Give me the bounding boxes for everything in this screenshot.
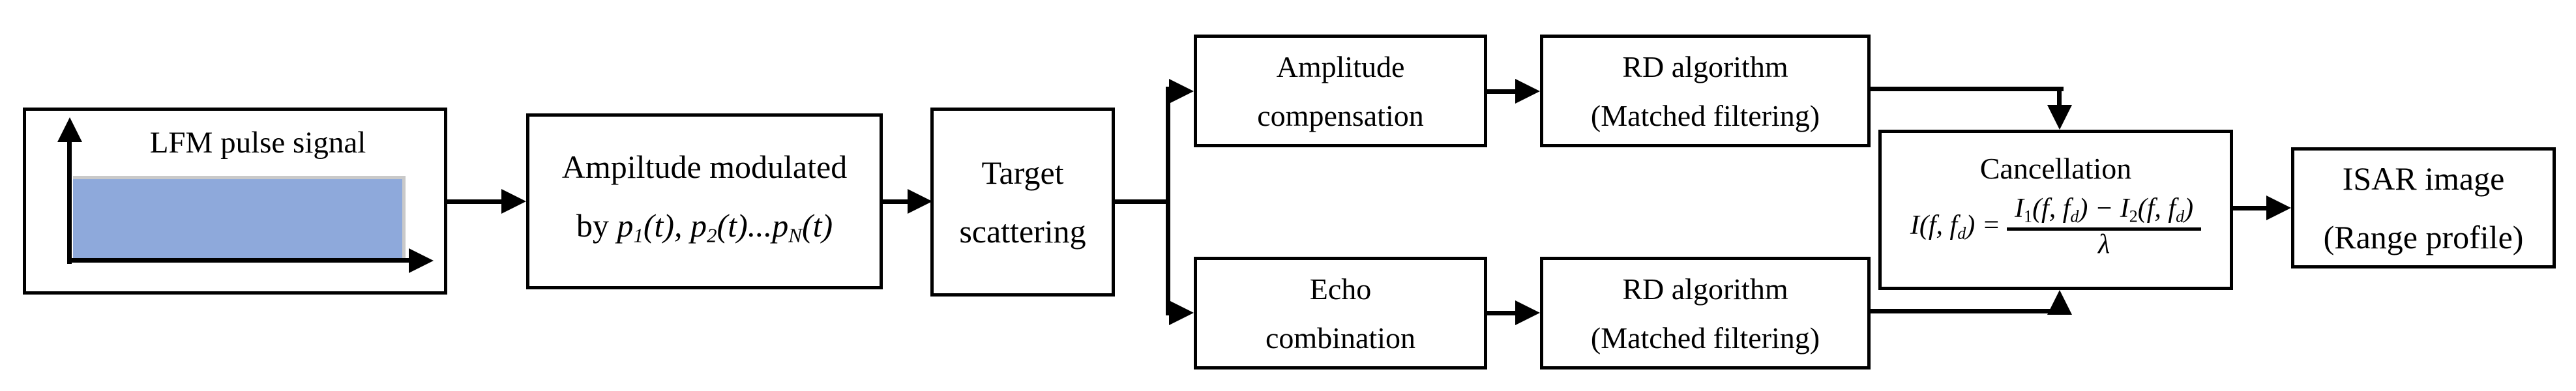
pulse-plot-y-axis <box>67 140 72 264</box>
isar-image-line1: ISAR image <box>2342 160 2505 197</box>
branch-vertical-line <box>1166 87 1170 315</box>
amplitude-modulated-line1: Ampiltude modulated <box>561 149 848 186</box>
box-lfm-pulse-signal: LFM pulse signal <box>23 108 447 295</box>
box-cancellation: Cancellation I(f, fd) = I1(f, fd) − I2(f… <box>1878 130 2233 290</box>
echo-combination-line2: combination <box>1266 321 1415 355</box>
cancellation-title: Cancellation <box>1979 152 2132 185</box>
box-target-scattering: Target scattering <box>930 108 1115 297</box>
rd-algorithm-top-line2: (Matched filtering) <box>1590 98 1820 132</box>
lfm-pulse-rectangle <box>73 176 406 261</box>
connector-rdbot-horizontal <box>1871 309 2064 313</box>
box-echo-combination: Echo combination <box>1194 257 1487 369</box>
amplitude-modulated-line2: by p1(t), p2(t)...pN(t) <box>576 207 833 247</box>
connector-rdtop-vertical <box>2057 89 2062 108</box>
cancellation-formula: I(f, fd) = I1(f, fd) − I2(f, fd) λ <box>1887 193 2225 260</box>
rd-algorithm-bottom-line2: (Matched filtering) <box>1590 321 1820 355</box>
arrow-lfm-to-modulated-stem <box>447 199 504 204</box>
arrow-modulated-to-target-stem <box>883 199 910 204</box>
pulse-plot-x-axis <box>67 258 411 263</box>
arrow-cancellation-to-isar-stem <box>2233 206 2268 210</box>
arrow-cancellation-to-isar-head-icon <box>2266 195 2291 220</box>
box-rd-algorithm-bottom: RD algorithm (Matched filtering) <box>1540 257 1871 369</box>
arrow-echo-to-rdbot-head-icon <box>1515 300 1540 325</box>
arrow-rdbot-to-cancellation-head-icon <box>2047 290 2072 315</box>
isar-image-line2: (Range profile) <box>2323 219 2524 255</box>
amplitude-compensation-line1: Amplitude <box>1276 50 1405 83</box>
arrow-modulated-to-target-head-icon <box>908 189 932 214</box>
box-rd-algorithm-top: RD algorithm (Matched filtering) <box>1540 35 1871 147</box>
arrow-ampcomp-to-rdtop-head-icon <box>1515 79 1540 104</box>
formula-fraction: I1(f, fd) − I2(f, fd) λ <box>2007 193 2202 260</box>
target-scattering-line2: scattering <box>959 213 1086 250</box>
x-axis-arrowhead-icon <box>409 248 434 273</box>
formula-numerator: I1(f, fd) − I2(f, fd) <box>2007 194 2202 231</box>
arrow-branch-to-amplitude-compensation-head-icon <box>1169 79 1194 104</box>
arrow-branch-to-echo-combination-head-icon <box>1169 300 1194 325</box>
connector-rdtop-horizontal <box>1871 87 2064 91</box>
box-amplitude-compensation: Amplitude compensation <box>1194 35 1487 147</box>
rd-algorithm-top-line1: RD algorithm <box>1622 50 1788 83</box>
box-amplitude-modulated: Ampiltude modulated by p1(t), p2(t)...pN… <box>526 113 883 289</box>
box-isar-image: ISAR image (Range profile) <box>2291 147 2556 268</box>
arrow-lfm-to-modulated-head-icon <box>501 189 526 214</box>
lfm-pulse-signal-label: LFM pulse signal <box>149 126 366 160</box>
arrow-echo-to-rdbot-stem <box>1487 311 1517 315</box>
arrow-ampcomp-to-rdtop-stem <box>1487 89 1517 94</box>
branch-stub-stem <box>1115 199 1170 204</box>
amplitude-compensation-line2: compensation <box>1257 98 1424 132</box>
target-scattering-line1: Target <box>981 154 1064 191</box>
echo-combination-line1: Echo <box>1309 272 1372 306</box>
formula-denominator: λ <box>2097 229 2110 260</box>
formula-lhs: I(f, fd) = <box>1910 210 2001 243</box>
rd-algorithm-bottom-line1: RD algorithm <box>1622 272 1788 306</box>
y-axis-arrowhead-icon <box>57 117 82 142</box>
arrow-rdtop-to-cancellation-head-icon <box>2047 105 2072 130</box>
